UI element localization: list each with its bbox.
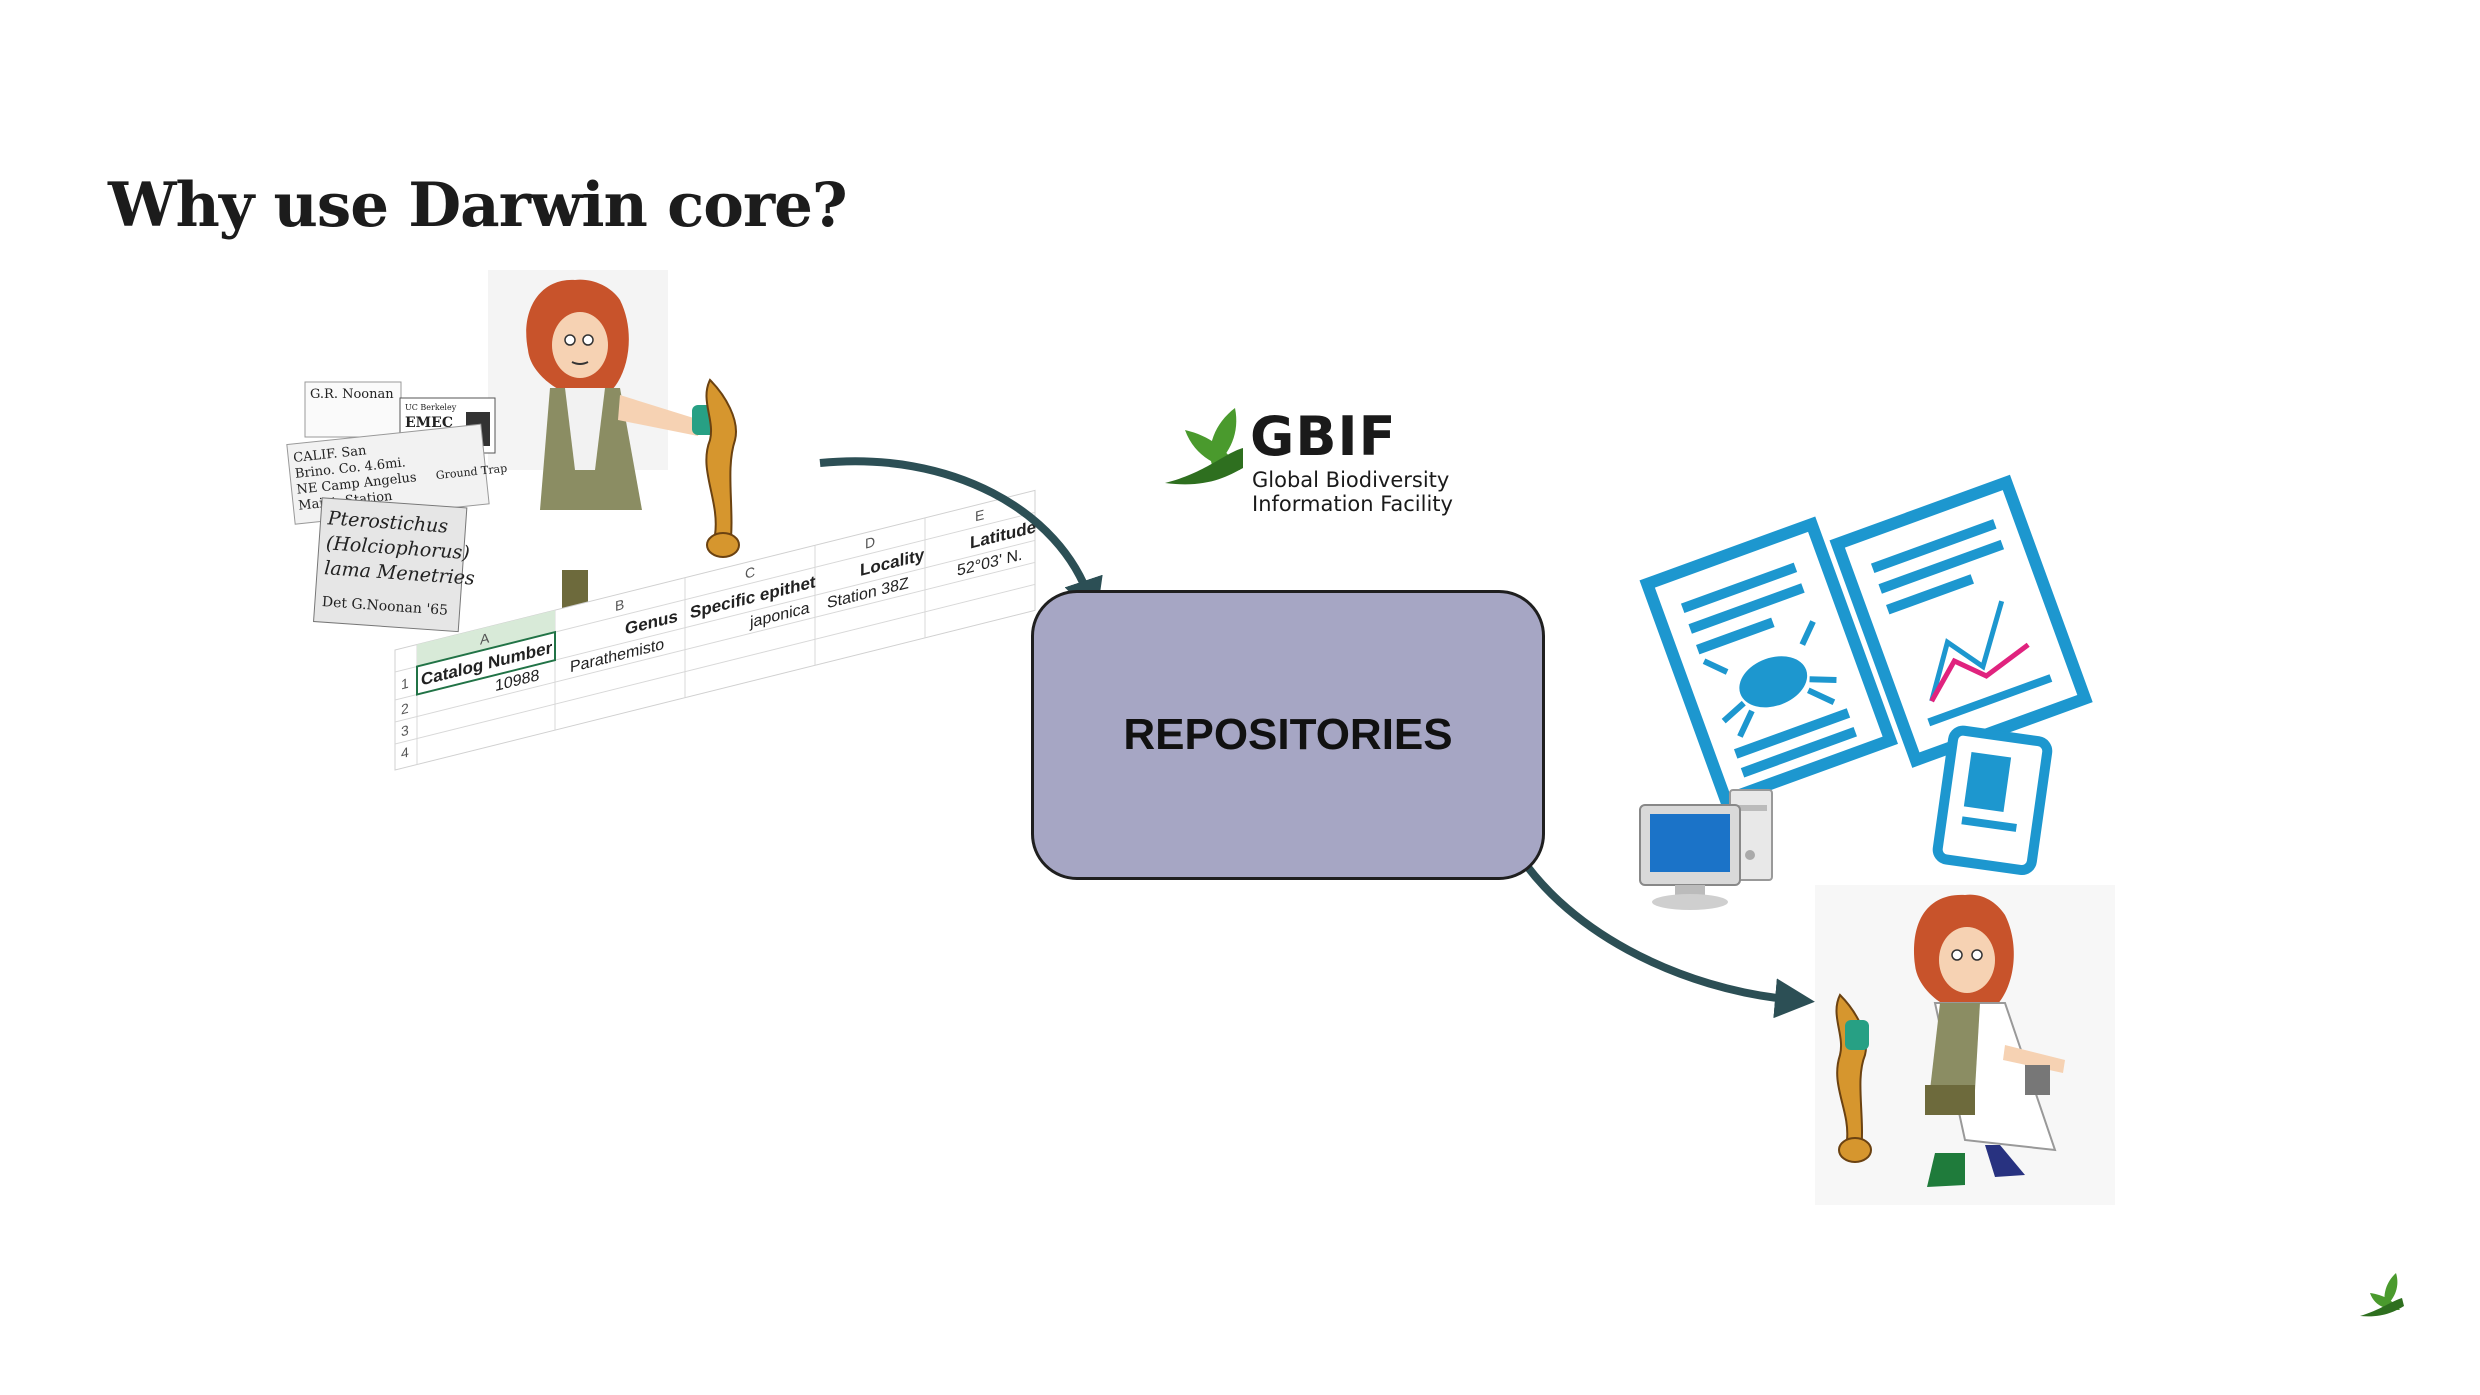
gbif-subtitle-line1: Global Biodiversity (1252, 468, 1450, 492)
specimen-labels: G.R. Noonan UC Berkeley EMEC 215151 CALI… (286, 381, 508, 633)
gbif-name: GBIF (1250, 405, 1397, 468)
document-chart-icon (1829, 474, 2093, 768)
col-letter-a: A (480, 631, 490, 649)
row-number-3: 3 (401, 723, 409, 741)
col-letter-e: E (975, 507, 984, 525)
label-collection-code: EMEC (405, 415, 453, 431)
repository-box: REPOSITORIES (1031, 590, 1545, 880)
label-collector: G.R. Noonan (310, 387, 394, 402)
arrow-repository-to-user (1506, 838, 1815, 1019)
documents-and-computer (1639, 474, 2093, 910)
corner-leaf-logo (2360, 1273, 2404, 1317)
col-letter-c: C (745, 564, 755, 582)
row-number-1: 1 (401, 676, 409, 694)
gbif-subtitle-line2: Information Facility (1252, 492, 1453, 516)
spreadsheet: A B C D E 1 2 3 4 Catalog Number Genus S… (394, 489, 1036, 771)
col-letter-b: B (615, 597, 624, 615)
specimen-illustration: G.R. Noonan UC Berkeley EMEC 215151 CALI… (286, 270, 740, 633)
slide-title: Why use Darwin core? (108, 170, 848, 241)
document-crab-icon (1639, 516, 1899, 808)
arrow-data-to-repository (819, 457, 1103, 619)
row-number-2: 2 (401, 701, 409, 719)
repository-label: REPOSITORIES (1123, 710, 1453, 759)
scientist-with-specimen (488, 270, 740, 630)
document-small-icon (1932, 725, 2053, 876)
row-number-4: 4 (401, 745, 409, 763)
label-institution: UC Berkeley (405, 403, 457, 412)
col-letter-d: D (865, 534, 875, 552)
scientist-with-lab-coat (1815, 885, 2115, 1205)
desktop-computer-icon (1639, 789, 1773, 910)
gbif-leaf-logo (1165, 408, 1243, 485)
